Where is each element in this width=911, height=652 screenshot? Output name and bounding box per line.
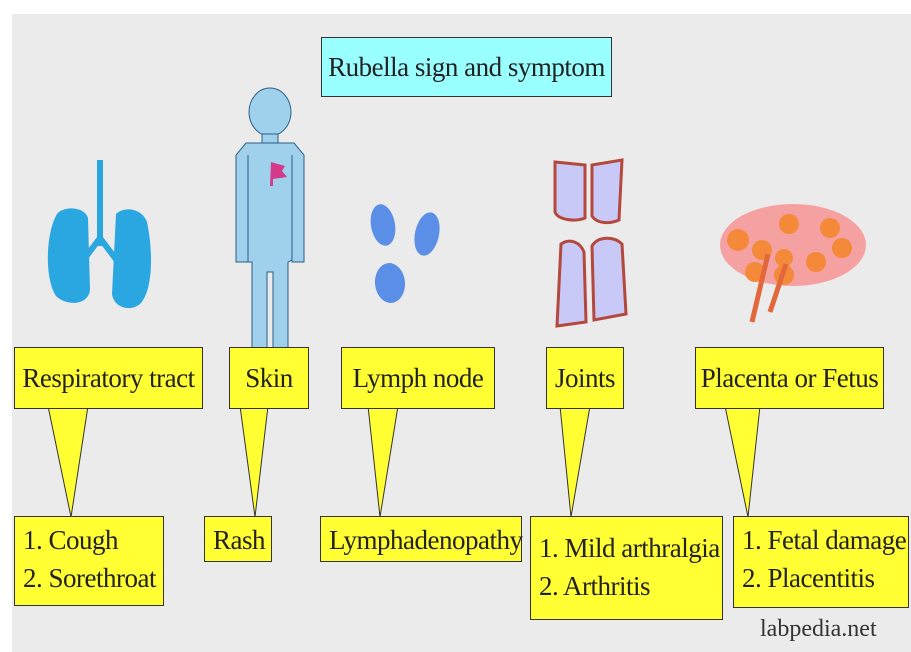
watermark: labpedia.net	[760, 616, 877, 643]
symptom-item: 1. Fetal damage	[742, 521, 900, 559]
site-label-lymph: Lymph node	[341, 347, 495, 409]
site-label-respiratory: Respiratory tract	[14, 347, 203, 409]
diagram-title: Rubella sign and symptom	[321, 37, 612, 97]
lymph-node-icon	[368, 202, 444, 304]
symptom-item: Lymphadenopathy	[329, 521, 513, 559]
symptom-item: 2. Arthritis	[539, 567, 714, 605]
human-body-icon	[236, 88, 304, 348]
site-label-joints: Joints	[546, 347, 624, 409]
symptom-item: 1. Cough	[23, 521, 155, 559]
symptom-box-placenta: 1. Fetal damage 2. Placentitis	[733, 516, 909, 608]
symptom-item: Rash	[213, 521, 263, 559]
symptom-box-respiratory: 1. Cough 2. Sorethroat	[14, 516, 164, 606]
placenta-icon	[720, 204, 866, 322]
lungs-icon	[48, 160, 151, 308]
symptom-box-joints: 1. Mild arthralgia 2. Arthritis	[530, 516, 723, 620]
site-label-skin: Skin	[229, 347, 309, 409]
symptom-item: 1. Mild arthralgia	[539, 529, 714, 567]
symptom-item: 2. Sorethroat	[23, 559, 155, 597]
symptom-box-lymph: Lymphadenopathy	[320, 516, 522, 562]
symptom-item: 2. Placentitis	[742, 559, 900, 597]
joint-icon	[555, 160, 626, 326]
site-label-placenta: Placenta or Fetus	[695, 347, 884, 409]
symptom-box-skin: Rash	[204, 516, 272, 562]
